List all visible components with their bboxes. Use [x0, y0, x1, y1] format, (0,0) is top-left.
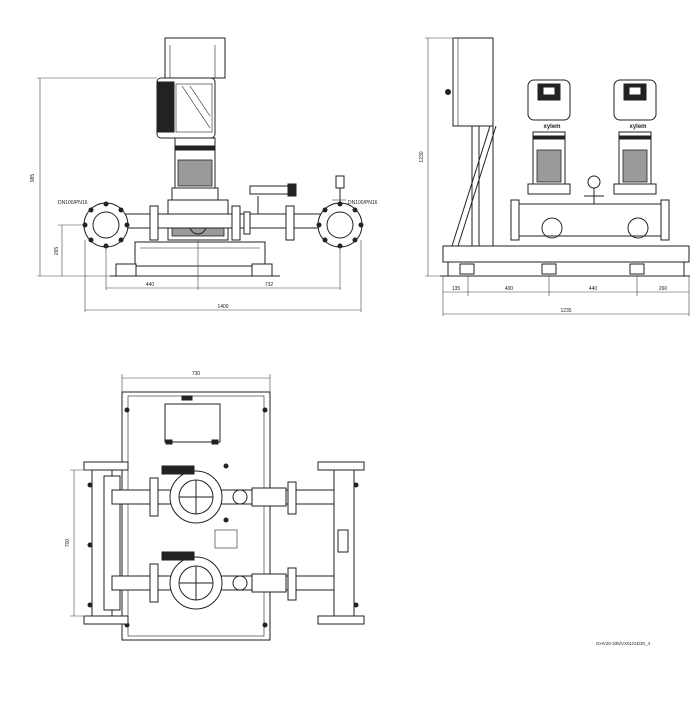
dim-left: 440 [146, 282, 155, 288]
side-view-dimensions: 1230 135 400 440 260 1235 [419, 37, 690, 316]
side-height-dim: 1230 [419, 151, 425, 162]
front-height-dim: 985 [30, 174, 36, 183]
side-dim-1: 135 [452, 286, 461, 292]
pump-1-brand: xylem [543, 124, 560, 130]
side-dim-2: 400 [505, 286, 514, 292]
outlet-label: DN100/PN16 [348, 200, 378, 206]
inlet-label: DN100/PN16 [58, 200, 88, 206]
top-view-dimensions: 730 700 [65, 371, 271, 617]
overall-width-side: 1235 [560, 308, 571, 314]
pump-2-brand: xylem [629, 124, 646, 130]
side-view: xylem xylem [440, 37, 690, 277]
top-width-dim: 730 [192, 371, 201, 377]
overall-width-front: 1400 [217, 304, 228, 310]
top-pitch-dim: 700 [65, 539, 71, 548]
drawing-code: GHV20-335/VX01/GD30_4 [596, 641, 651, 646]
side-dim-4: 260 [659, 286, 668, 292]
front-view-dimensions: 985 265 DN100/PN16 DN100/PN16 440 732 14… [30, 77, 378, 312]
dim-right: 732 [265, 282, 274, 288]
axis-height-dim: 265 [54, 247, 60, 256]
front-view [82, 37, 364, 277]
top-view [83, 391, 365, 641]
side-dim-3: 440 [589, 286, 598, 292]
